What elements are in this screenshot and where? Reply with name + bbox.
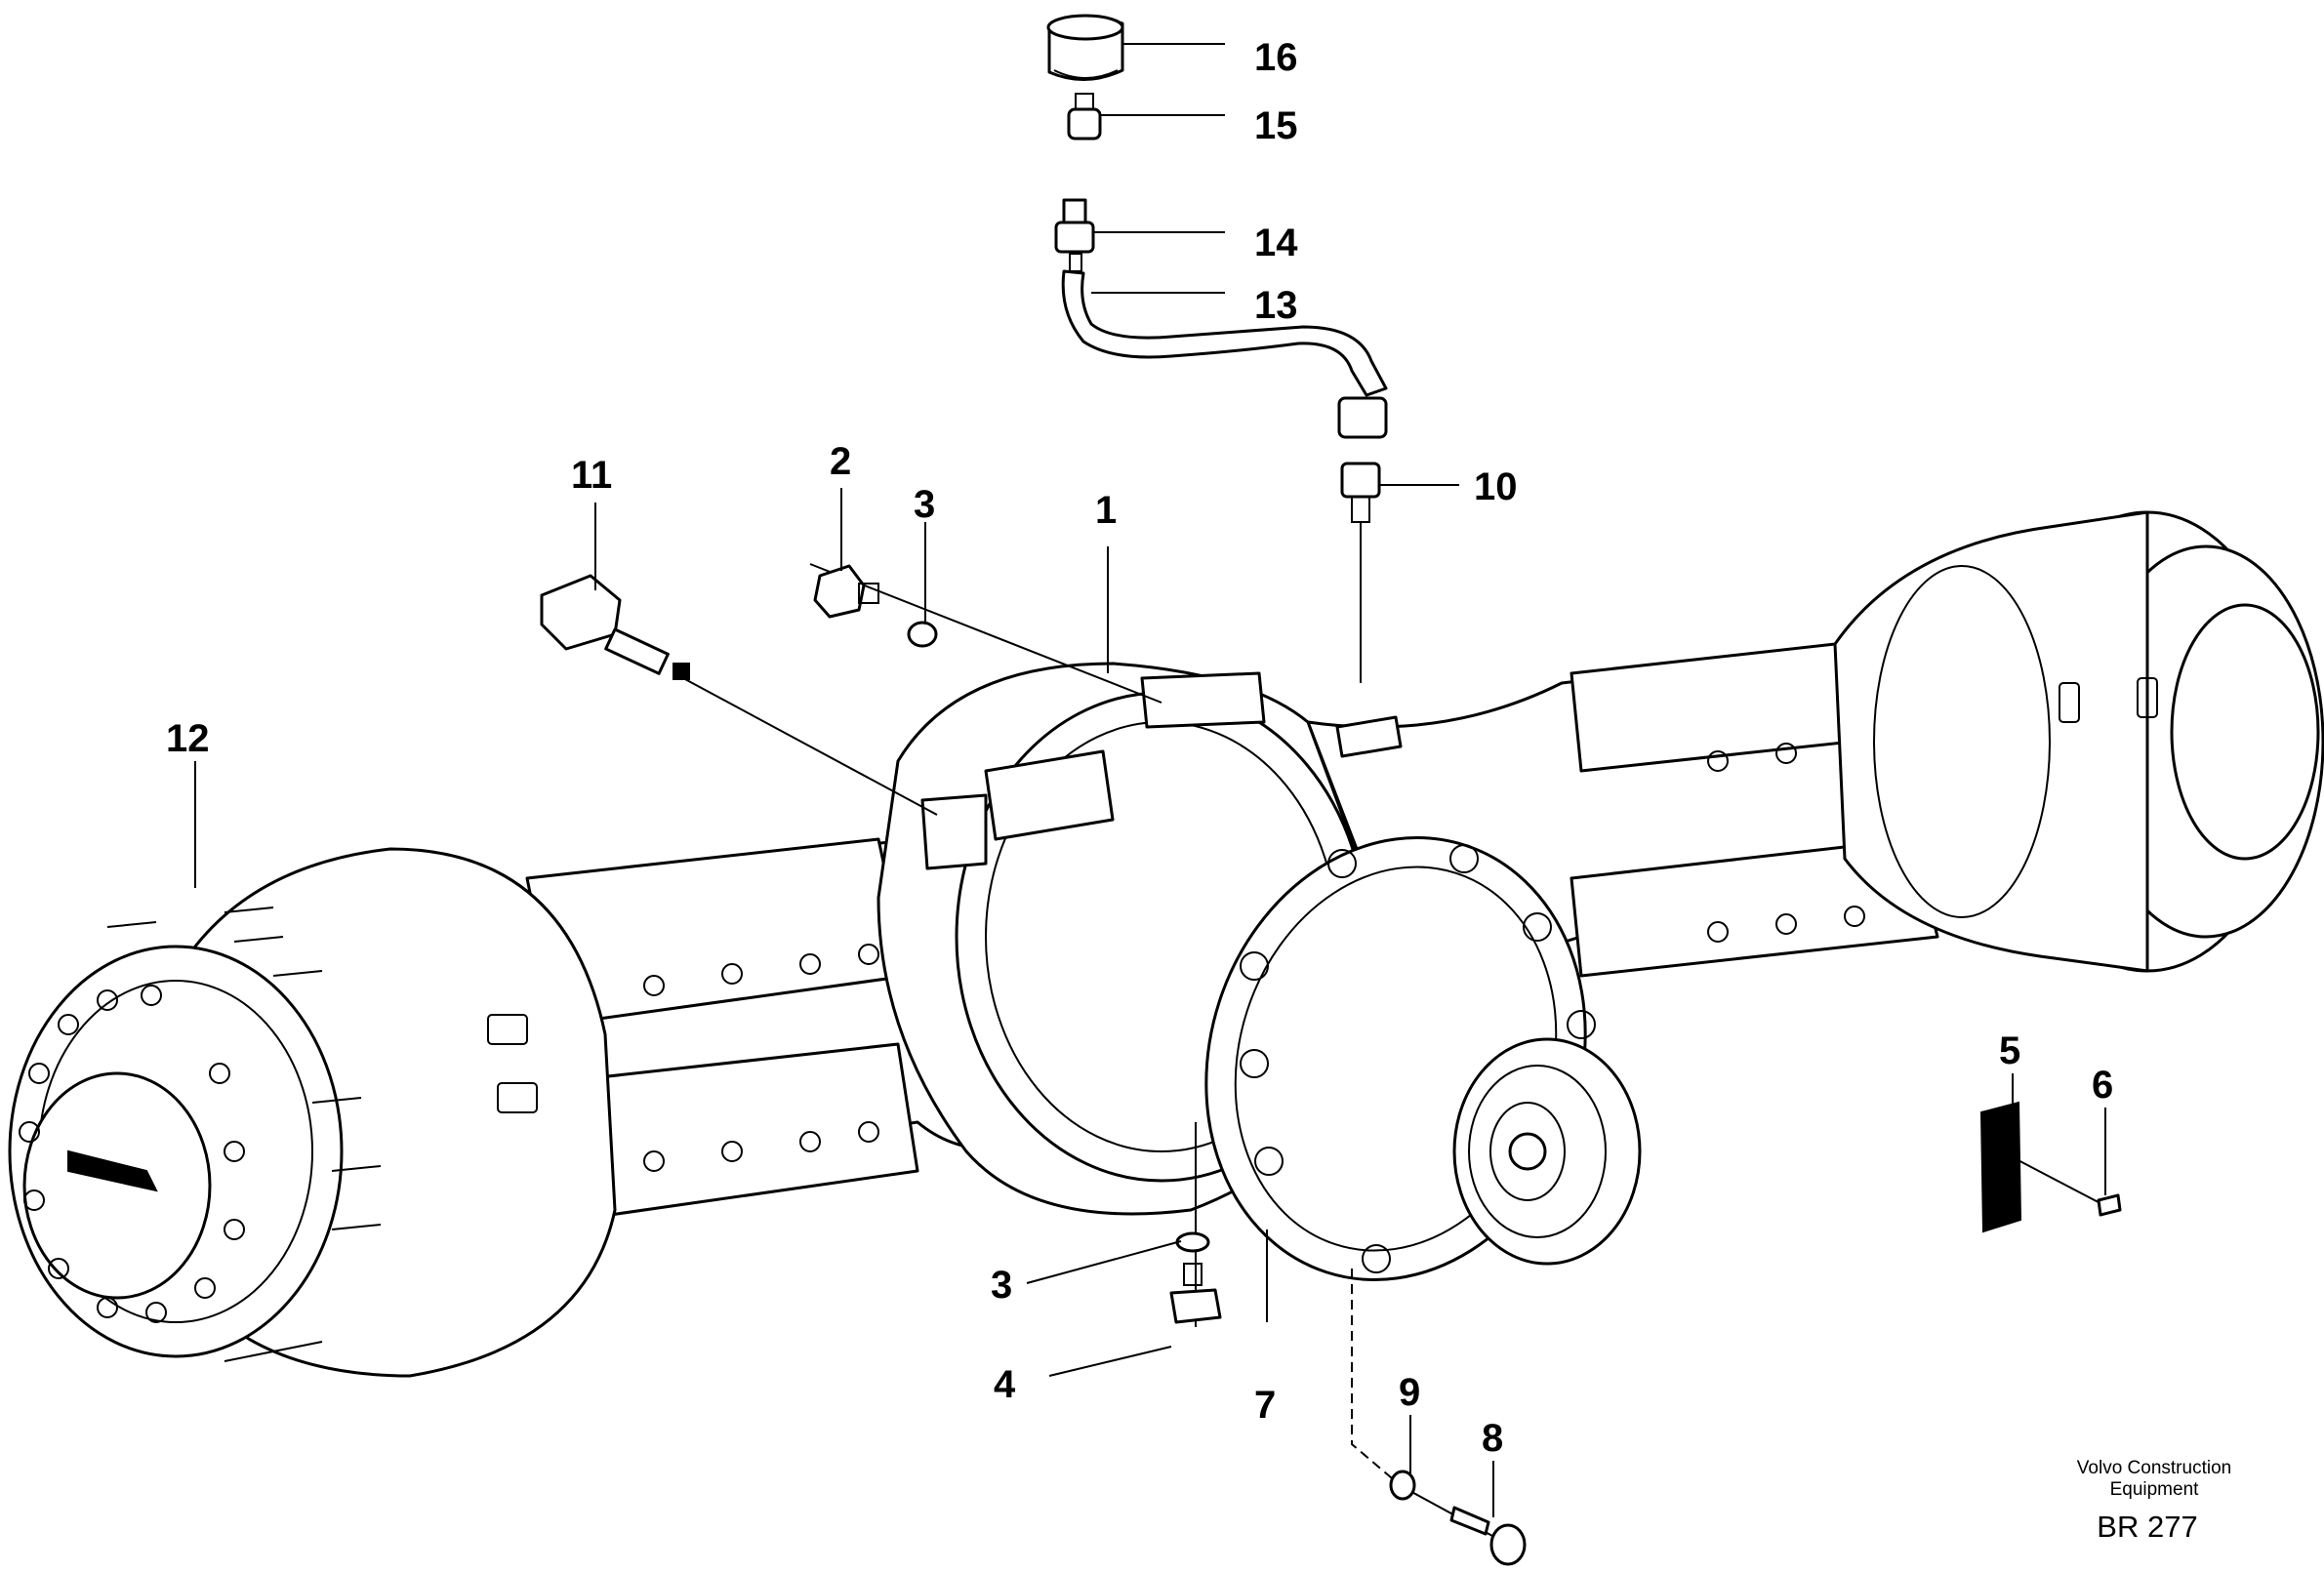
drain-screw	[1389, 1470, 1527, 1566]
callout-9: 9	[1399, 1371, 1420, 1414]
differential-carrier	[1204, 836, 1642, 1484]
callout-15: 15	[1254, 104, 1298, 147]
speed-sensor	[540, 574, 938, 816]
breather-connector	[1340, 462, 1381, 683]
callout-7: 7	[1254, 1384, 1276, 1427]
callout-1: 1	[1095, 489, 1117, 532]
callout-8: 8	[1482, 1417, 1503, 1460]
callout-12: 12	[166, 717, 210, 760]
callout-3-top: 3	[914, 483, 935, 526]
callout-11: 11	[571, 454, 612, 497]
callout-5: 5	[1999, 1029, 2020, 1072]
callout-10: 10	[1474, 465, 1518, 508]
drain-plug	[1169, 1122, 1222, 1327]
identification-plate	[1979, 1101, 2122, 1233]
callout-3-bottom: 3	[991, 1264, 1012, 1307]
callout-14: 14	[1254, 222, 1298, 264]
breather-nipple	[1067, 93, 1102, 141]
callout-leaders	[194, 43, 2106, 1517]
hose-fitting	[1054, 198, 1095, 272]
figure-code: BR 277	[2097, 1510, 2197, 1544]
callout-16: 16	[1254, 36, 1298, 79]
caption-line-1: Volvo Construction	[2077, 1458, 2231, 1478]
breather-cap	[1046, 14, 1124, 82]
right-wheel-hub	[1833, 510, 2324, 973]
caption-line-2: Equipment	[2110, 1479, 2200, 1500]
callout-6: 6	[2092, 1064, 2113, 1107]
callout-13: 13	[1254, 284, 1298, 327]
left-wheel-hub	[8, 847, 617, 1378]
breather-hose	[1061, 269, 1388, 439]
filler-plug	[809, 563, 1162, 704]
callout-2: 2	[830, 440, 851, 483]
callout-4: 4	[994, 1363, 1016, 1406]
